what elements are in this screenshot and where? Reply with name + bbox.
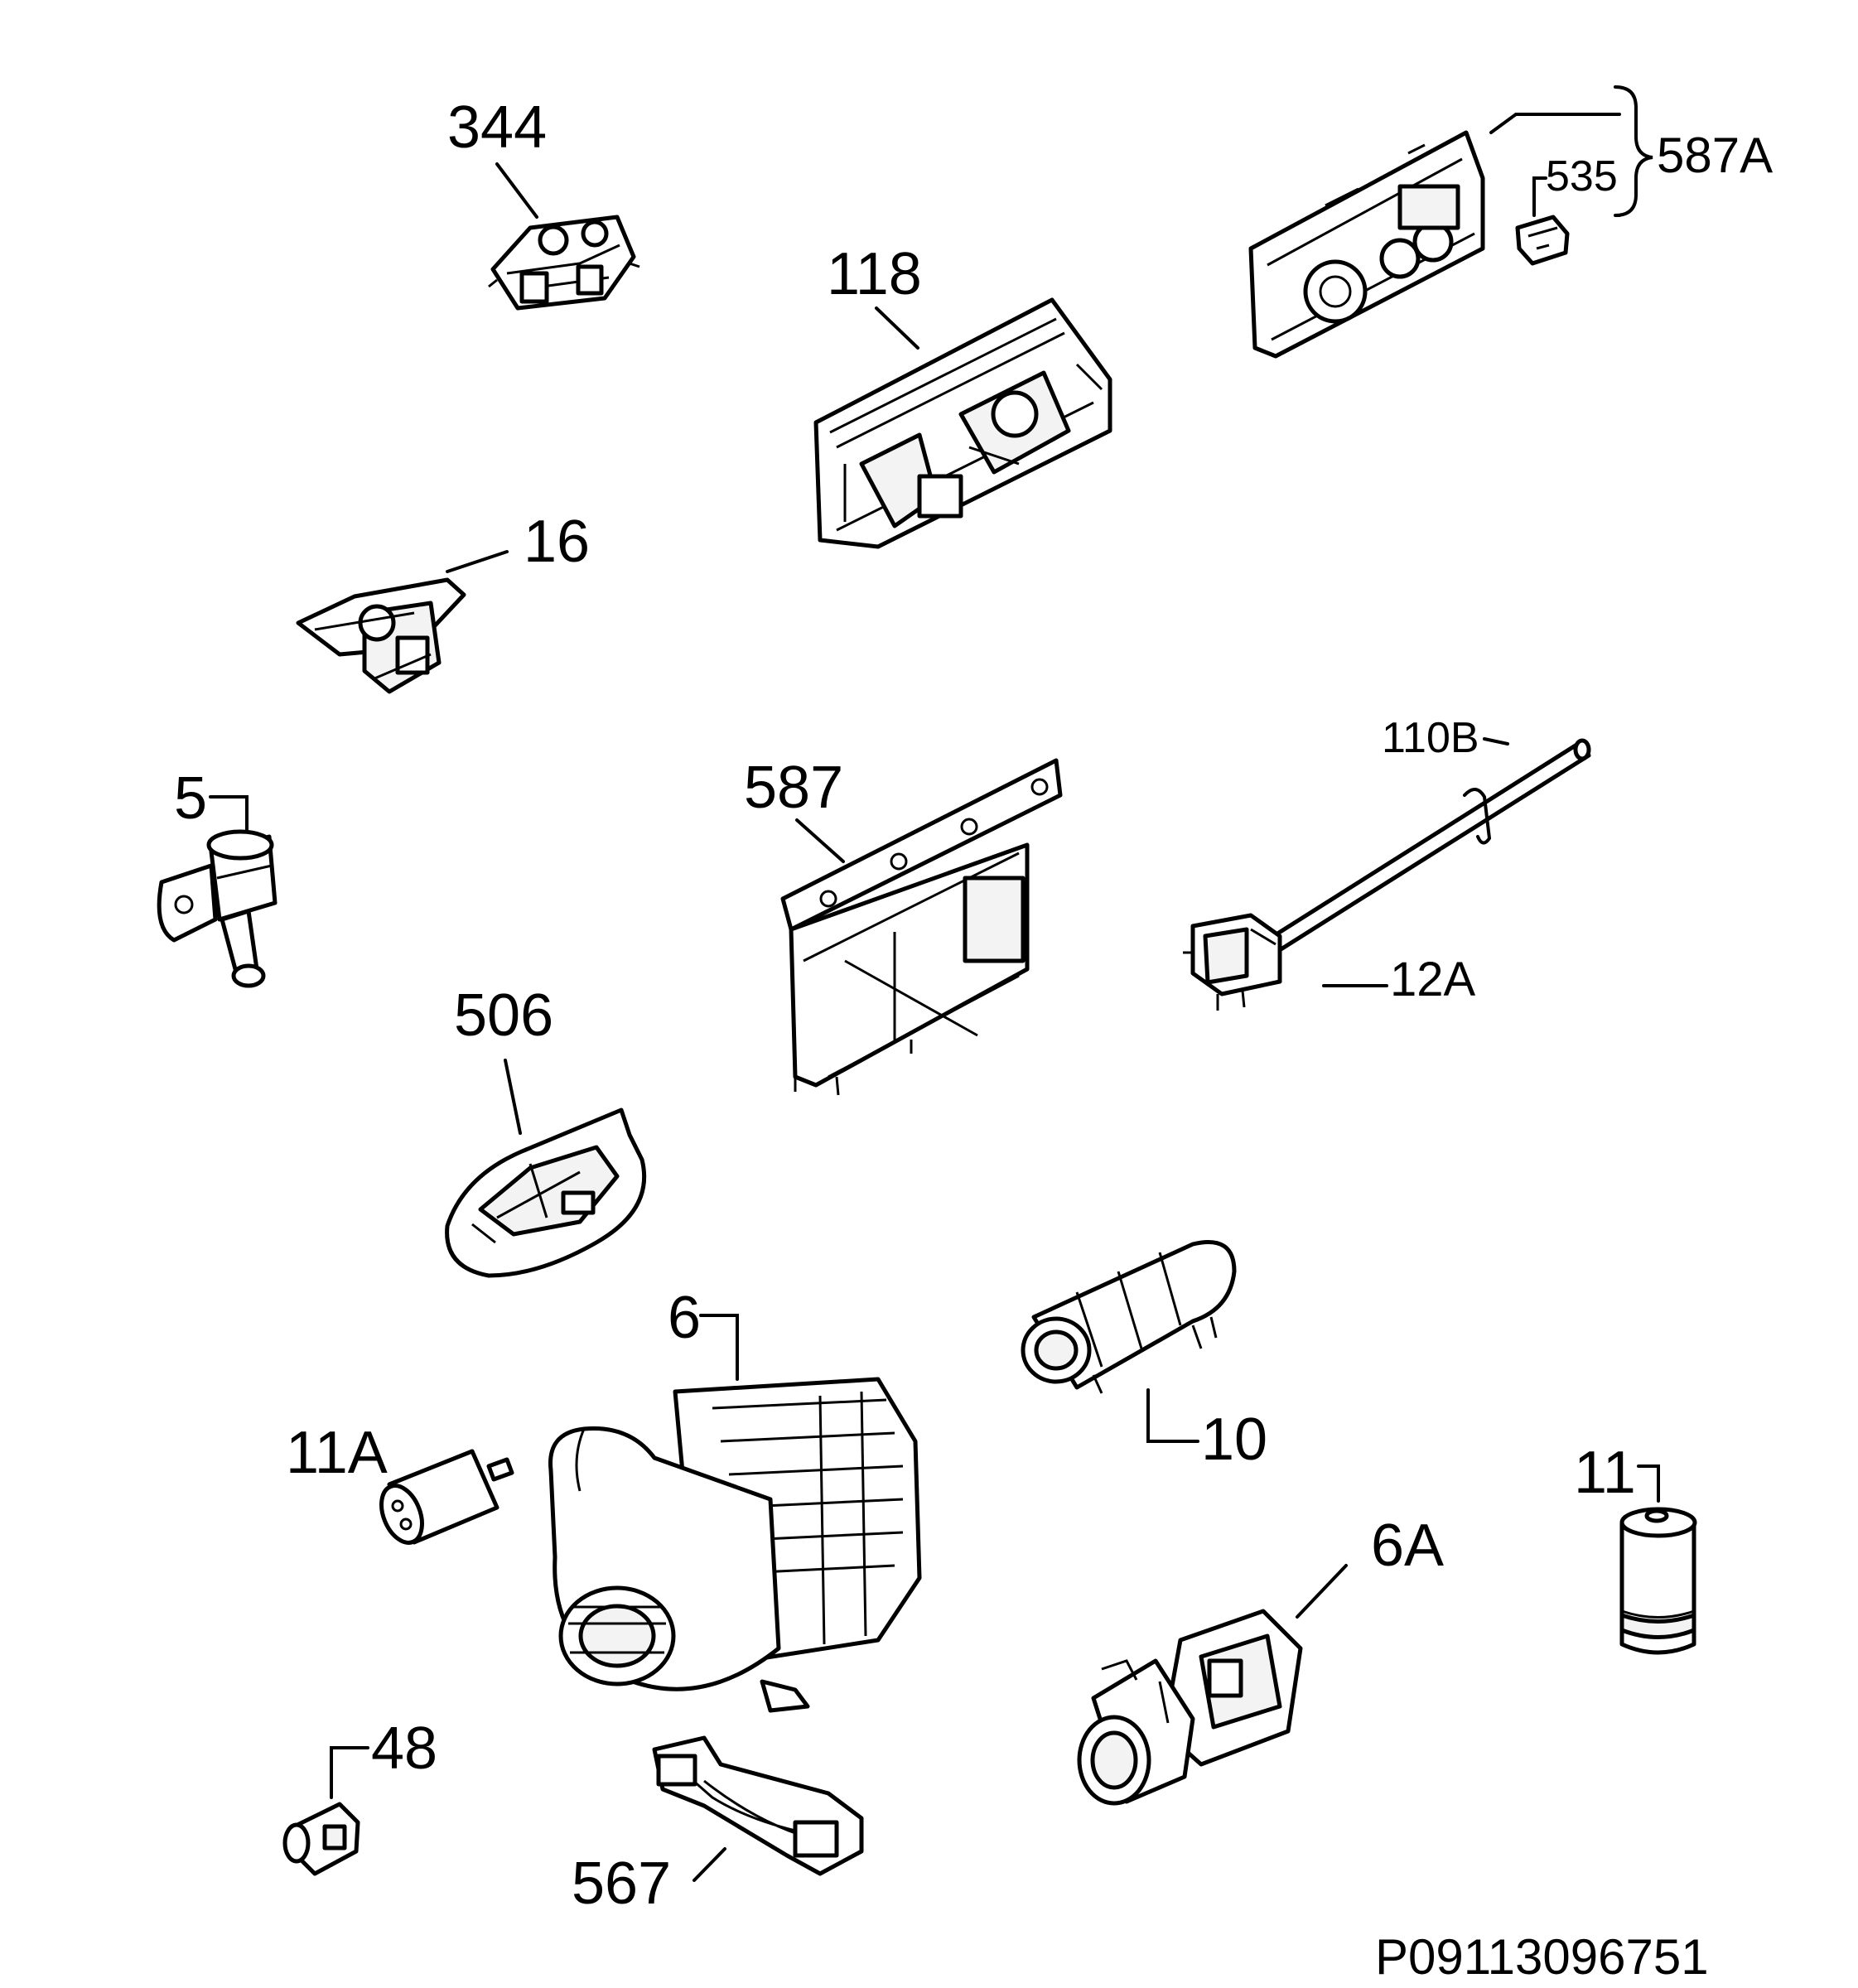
part-535: 535: [1515, 152, 1618, 266]
part-6-drawing: [548, 1377, 922, 1713]
part-344: 344: [447, 94, 640, 311]
label-5: 5: [174, 765, 207, 832]
part-344-drawing: [488, 215, 640, 311]
label-12A: 12A: [1390, 953, 1476, 1006]
leader-11: [1637, 1464, 1660, 1503]
label-6A: 6A: [1371, 1513, 1444, 1579]
part-48: 48: [282, 1715, 437, 1876]
leader-110B: [1483, 737, 1509, 746]
leader-344: [495, 162, 538, 219]
part-567-drawing: [652, 1735, 864, 1876]
part-16-drawing: [296, 577, 466, 694]
part-6A: 6A: [1077, 1513, 1444, 1806]
leader-587: [795, 818, 845, 863]
part-506: 506: [445, 982, 647, 1278]
leader-10: [1146, 1388, 1199, 1443]
part-11: 11: [1574, 1440, 1697, 1655]
leader-16: [446, 550, 509, 573]
part-6: 6: [548, 1285, 922, 1713]
part-12A: 12A: [1183, 913, 1476, 1011]
brace-587A: [1614, 85, 1653, 217]
leader-5: [209, 795, 249, 837]
part-110B-drawing: [1263, 738, 1591, 955]
part-587-drawing: [780, 758, 1063, 1096]
label-587: 587: [744, 755, 843, 821]
part-5: 5: [157, 765, 277, 988]
label-587A: 587A: [1657, 128, 1773, 183]
part-118: 118: [813, 241, 1112, 549]
part-48-drawing: [282, 1802, 360, 1876]
part-587: 587: [744, 755, 1063, 1096]
part-16: 16: [296, 509, 590, 694]
leader-535: [1532, 176, 1547, 217]
leader-587A: [1489, 113, 1621, 134]
label-110B: 110B: [1382, 714, 1479, 762]
part-12A-drawing: [1183, 913, 1282, 1011]
drawing-code: P09113096751: [1375, 1929, 1709, 1985]
label-11A: 11A: [286, 1420, 388, 1486]
part-118-drawing: [813, 297, 1112, 549]
leader-48: [330, 1746, 369, 1799]
part-11A: 11A: [286, 1420, 514, 1545]
part-587A-drawing: [1248, 130, 1485, 359]
part-535-drawing: [1515, 215, 1570, 266]
part-567: 567: [572, 1735, 864, 1917]
label-11: 11: [1574, 1440, 1636, 1506]
label-6: 6: [668, 1285, 701, 1351]
label-10: 10: [1201, 1407, 1267, 1473]
part-587A: 587A: [1248, 85, 1773, 359]
part-10-drawing: [1021, 1239, 1237, 1394]
part-5-drawing: [157, 829, 277, 988]
leader-118: [875, 306, 919, 350]
label-344: 344: [447, 94, 547, 161]
part-110B: 110B: [1263, 714, 1591, 955]
label-48: 48: [371, 1715, 437, 1782]
part-11-drawing: [1619, 1507, 1697, 1655]
leader-6A: [1296, 1564, 1348, 1619]
leader-506: [504, 1059, 522, 1135]
label-16: 16: [524, 509, 590, 575]
part-10: 10: [1021, 1239, 1267, 1473]
part-11A-drawing: [379, 1449, 514, 1545]
label-535: 535: [1546, 152, 1618, 200]
label-118: 118: [827, 241, 922, 307]
part-6A-drawing: [1077, 1609, 1303, 1806]
part-506-drawing: [445, 1107, 647, 1278]
label-506: 506: [454, 982, 553, 1049]
leader-6: [699, 1314, 739, 1381]
leader-567: [693, 1847, 726, 1882]
label-567: 567: [572, 1850, 671, 1917]
